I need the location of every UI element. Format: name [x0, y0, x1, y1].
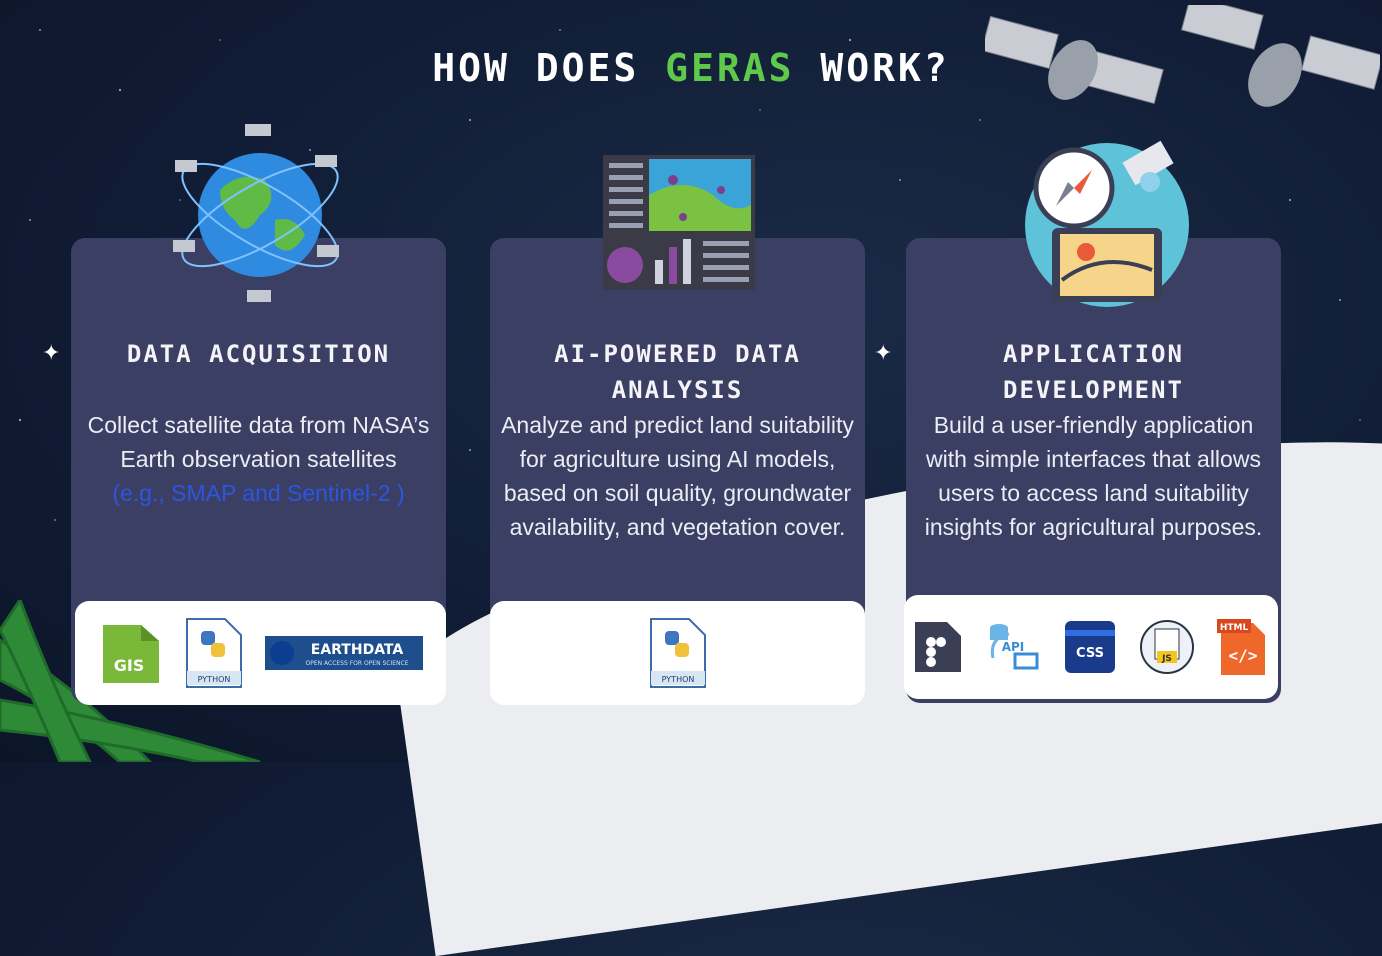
- card-description: Analyze and predict land suitability for…: [501, 412, 854, 540]
- card-data-acquisition: DATA ACQUISITION Collect satellite data …: [71, 238, 446, 705]
- sparkle-icon: ✦: [42, 340, 61, 365]
- tool-icons-row: API CSS JS HTML </>: [904, 595, 1278, 699]
- svg-text:OPEN ACCESS FOR OPEN SCIENCE: OPEN ACCESS FOR OPEN SCIENCE: [305, 660, 408, 667]
- svg-text:</>: </>: [1229, 646, 1258, 665]
- svg-text:PYTHON: PYTHON: [197, 675, 230, 684]
- card-description: Build a user-friendly application with s…: [924, 412, 1263, 540]
- data-dashboard-illustration: [603, 155, 755, 290]
- title-accent: GERAS: [665, 46, 795, 90]
- html-file-icon: HTML </>: [1217, 617, 1269, 677]
- js-file-icon: JS: [1139, 619, 1195, 675]
- card-description: Collect satellite data from NASA’s Earth…: [87, 412, 430, 506]
- palm-leaf-decoration: [0, 600, 261, 762]
- svg-text:API: API: [1002, 640, 1025, 654]
- tool-icons-row: GIS PYTHON EARTHDATA OPEN ACCESS FOR OPEN…: [75, 601, 446, 705]
- page-title: HOW DOES GERAS WORK?: [432, 46, 950, 90]
- css-icon: CSS: [1063, 619, 1117, 675]
- svg-text:HTML: HTML: [1220, 623, 1249, 633]
- api-icon: API: [985, 618, 1041, 676]
- figma-file-icon: [913, 620, 963, 674]
- satellites-illustration: [985, 5, 1380, 107]
- svg-text:GIS: GIS: [113, 656, 144, 675]
- card-title: DATA ACQUISITION: [126, 340, 391, 368]
- svg-text:CSS: CSS: [1076, 646, 1104, 661]
- python-file-icon: PYTHON: [185, 617, 243, 689]
- earth-satellites-illustration: [173, 124, 339, 302]
- svg-text:PYTHON: PYTHON: [661, 675, 694, 684]
- gis-file-icon: GIS: [99, 619, 163, 687]
- svg-text:JS: JS: [1161, 654, 1172, 664]
- svg-text:EARTHDATA: EARTHDATA: [310, 642, 403, 658]
- python-file-icon: PYTHON: [649, 617, 707, 689]
- navigation-app-illustration: [1025, 140, 1189, 307]
- nasa-earthdata-logo: EARTHDATA OPEN ACCESS FOR OPEN SCIENCE: [264, 636, 423, 670]
- tool-icons-row: PYTHON: [490, 601, 865, 705]
- sparkle-icon: ✦: [874, 340, 893, 365]
- card-highlight: (e.g., SMAP and Sentinel-2 ): [112, 480, 405, 506]
